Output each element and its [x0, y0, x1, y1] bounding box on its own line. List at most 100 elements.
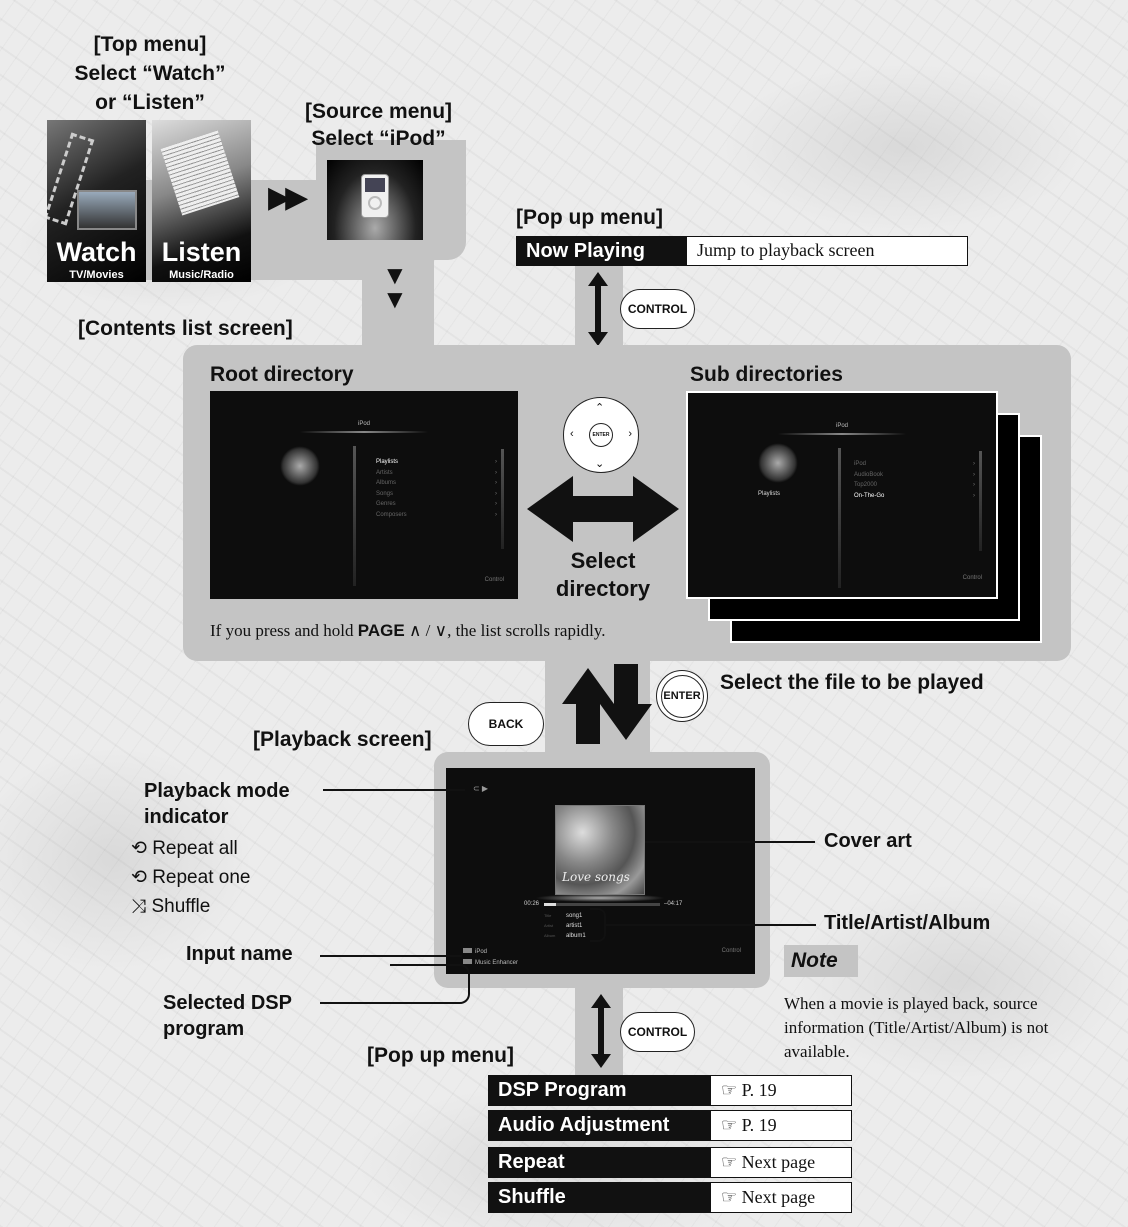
control-hint: Control: [484, 577, 504, 583]
select-file-label: Select the file to be played: [720, 671, 984, 694]
divider: [778, 433, 906, 435]
input-icon: [463, 948, 472, 953]
scrollbar[interactable]: [501, 449, 504, 549]
progress-bar[interactable]: [544, 903, 660, 906]
double-right-arrow-icon: ▶▶: [268, 181, 308, 214]
item-arrows: ››››: [973, 461, 975, 499]
remaining-time: –04:17: [664, 901, 683, 907]
screen-title: iPod: [357, 421, 370, 427]
list-item[interactable]: Playlists: [376, 459, 399, 465]
dsp-icon: [463, 959, 472, 964]
control-hint: Control: [721, 948, 741, 954]
list-item[interactable]: Top2000: [854, 482, 878, 488]
listen-tile: Listen Music/Radio: [152, 120, 251, 282]
menu-item-label: Audio Adjustment: [488, 1110, 710, 1141]
menu-item-ref: ☞ Next page: [710, 1147, 852, 1178]
item-arrows: ››››››: [495, 459, 497, 518]
song-title: song1: [566, 913, 583, 919]
list-item[interactable]: Albums: [376, 480, 397, 486]
sheet-music-icon: [160, 130, 240, 216]
popup-menu-bottom-heading: [Pop up menu]: [367, 1044, 514, 1067]
list-item[interactable]: AudioBook: [854, 471, 884, 478]
ipod-dock-icon: [758, 443, 798, 483]
control-button-top[interactable]: CONTROL: [620, 289, 695, 329]
ipod-wheel: [368, 196, 382, 210]
listen-sub-label: Music/Radio: [169, 269, 234, 281]
enter-button[interactable]: ENTER: [589, 423, 613, 447]
note-heading: Note: [784, 945, 858, 977]
right-icon: ›: [628, 428, 632, 440]
menu-item-ref: ☞ P. 19: [710, 1110, 852, 1141]
menu-item-label: Shuffle: [488, 1182, 710, 1213]
double-down-arrow-icon: ▼▼: [382, 260, 408, 314]
menu-item-ref: ☞ P. 19: [710, 1075, 852, 1106]
listen-label: Listen: [161, 237, 242, 267]
list-divider: [838, 448, 841, 588]
updown-arrow-icon: [591, 994, 611, 1068]
root-item-list: Playlists Artists Albums Songs Genres Co…: [376, 457, 407, 520]
leader-line: [645, 841, 815, 843]
contents-list-heading: [Contents list screen]: [78, 317, 293, 340]
popup-menu-top-heading: [Pop up menu]: [516, 206, 663, 229]
repeat-one-row: ⟲ Repeat one: [131, 867, 251, 888]
sub-directories-label: Sub directories: [690, 363, 843, 386]
leader-line: [606, 924, 816, 926]
watch-tile: Watch TV/Movies: [47, 120, 146, 282]
progress-fill: [544, 903, 556, 906]
ipod-tile: [327, 160, 423, 240]
dpad-icon[interactable]: ⌃ ⌃ ‹ › ENTER: [563, 397, 639, 473]
list-item[interactable]: Genres: [376, 501, 396, 507]
menu-row-repeat[interactable]: Repeat☞ Next page: [488, 1147, 852, 1178]
enter-down-arrow-icon: [600, 664, 652, 740]
list-divider: [353, 446, 356, 586]
list-item[interactable]: On-The-Go: [854, 492, 885, 499]
cover-art-text: Love songs: [562, 870, 630, 884]
now-playing-menu-row[interactable]: Now Playing Jump to playback screen: [516, 236, 968, 266]
source-menu-heading: [Source menu]Select “iPod”: [305, 100, 453, 150]
cover-art-image: Love songs: [555, 805, 645, 895]
menu-row-audio-adjustment[interactable]: Audio Adjustment☞ P. 19: [488, 1110, 852, 1141]
track-info-bracket: [590, 908, 606, 942]
screen-title: iPod: [835, 423, 848, 429]
menu-item-ref: ☞ Next page: [710, 1182, 852, 1213]
list-item[interactable]: Artists: [376, 469, 393, 476]
menu-row-dsp-program[interactable]: DSP Program☞ P. 19: [488, 1075, 852, 1106]
back-button[interactable]: BACK: [468, 702, 544, 746]
back-up-arrow-icon: [562, 668, 614, 744]
scrollbar[interactable]: [979, 451, 982, 551]
connector-band: [362, 250, 434, 360]
root-directory-label: Root directory: [210, 363, 354, 386]
list-item[interactable]: Songs: [376, 490, 394, 497]
now-playing-desc: Jump to playback screen: [686, 236, 968, 266]
mode-legend: ⟲ Repeat all ⟲ Repeat one ⤨ Shuffle: [131, 834, 250, 921]
cover-reflection: [535, 894, 665, 902]
playback-mode-icon: ⊂ ▶: [473, 784, 489, 793]
enter-button-label: ENTER: [660, 674, 704, 718]
playback-heading: [Playback screen]: [253, 728, 432, 751]
repeat-one-icon: ⟲: [131, 867, 147, 888]
input-name-row: iPod: [463, 948, 487, 955]
dsp-leader-line: [390, 964, 470, 1004]
elapsed-time: 00:26: [524, 901, 540, 907]
menu-row-shuffle[interactable]: Shuffle☞ Next page: [488, 1182, 852, 1213]
input-name-label: Input name: [186, 943, 293, 965]
control-button-bottom[interactable]: CONTROL: [620, 1012, 695, 1052]
updown-arrow-icon: [588, 272, 608, 346]
title-label: Title: [544, 913, 552, 918]
root-directory-screen: iPod Playlists Artists Albums Songs Genr…: [210, 391, 518, 599]
note-text: When a movie is played back, source info…: [784, 994, 1049, 1061]
shuffle-row: ⤨ Shuffle: [131, 896, 211, 917]
dsp-name: Music Enhancer: [475, 960, 519, 966]
list-item[interactable]: Composers: [376, 511, 407, 518]
list-item[interactable]: iPod: [854, 461, 867, 467]
enter-button-large[interactable]: ENTER: [656, 670, 708, 722]
watch-label: Watch: [56, 237, 137, 267]
ipod-screen: [365, 178, 385, 192]
sub-item-list: iPod AudioBook Top2000 On-The-Go: [854, 459, 884, 501]
sub-directory-screen: iPod Playlists iPod AudioBook Top2000 On…: [686, 391, 998, 599]
menu-item-label: Repeat: [488, 1147, 710, 1178]
repeat-all-icon: ⟲: [131, 838, 147, 859]
